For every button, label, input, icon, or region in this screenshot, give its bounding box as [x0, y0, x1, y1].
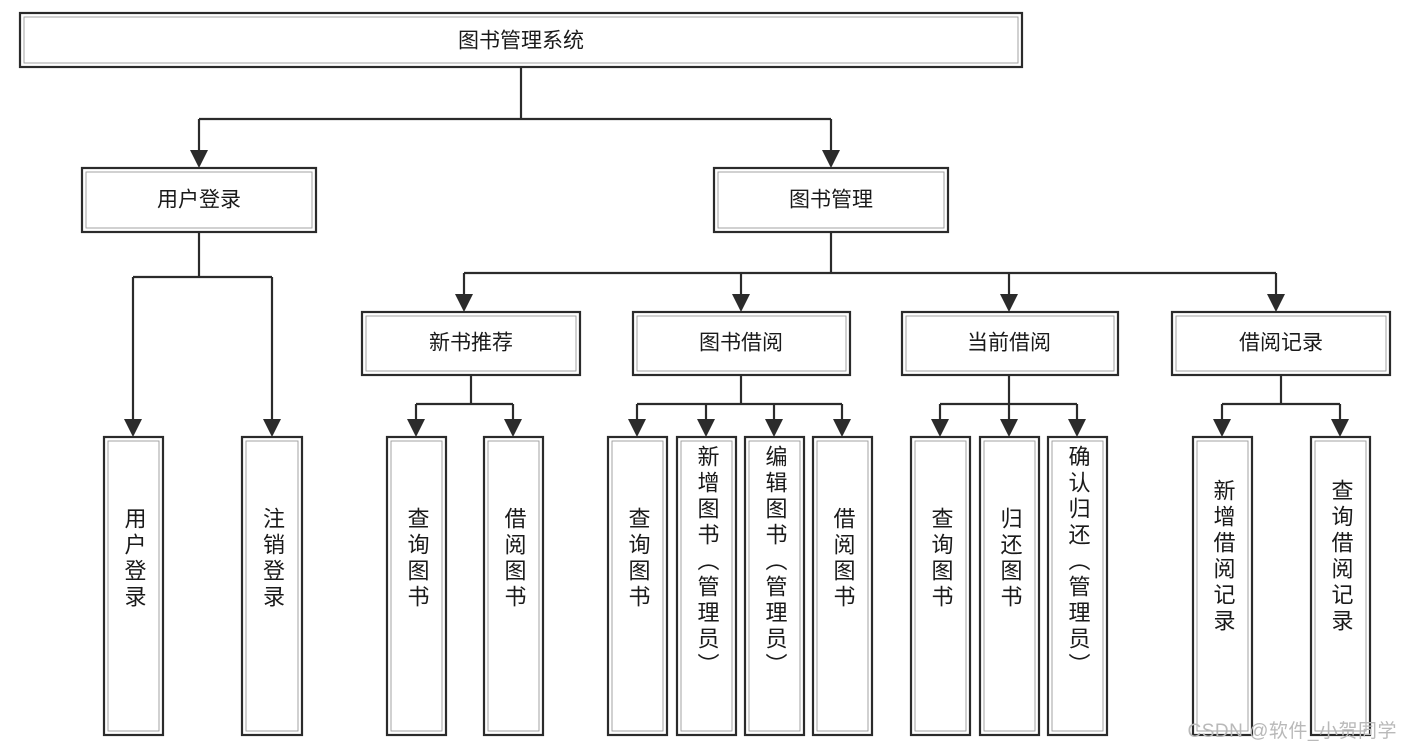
node-user-login[interactable]: 用户登录 — [80, 166, 318, 234]
node-user-login-label: 用户登录 — [157, 189, 241, 212]
leaf-node-recommend-query-book[interactable] — [385, 435, 448, 737]
connector-group-book-management — [455, 232, 1285, 312]
node-root[interactable]: 图书管理系统 — [18, 11, 1024, 69]
leaf-node-user-login-login[interactable] — [102, 435, 165, 737]
connector-group-book-borrow — [628, 375, 851, 437]
node-borrow-record[interactable]: 借阅记录 — [1170, 310, 1392, 377]
node-borrow-record-label: 借阅记录 — [1239, 332, 1323, 355]
leaf-node-current-confirm-return[interactable] — [1046, 435, 1109, 737]
connector-group-borrow-record — [1213, 375, 1349, 437]
connector-group-current-borrow — [931, 375, 1086, 437]
node-new-book-recommend[interactable]: 新书推荐 — [360, 310, 582, 377]
leaf-node-borrow-add-book[interactable] — [675, 435, 738, 737]
node-book-management-label: 图书管理 — [789, 189, 873, 212]
node-book-borrow[interactable]: 图书借阅 — [631, 310, 852, 377]
node-root-label: 图书管理系统 — [458, 30, 584, 53]
node-current-borrow-label: 当前借阅 — [967, 332, 1051, 355]
leaf-node-current-return-book[interactable] — [978, 435, 1041, 737]
node-book-borrow-label: 图书借阅 — [699, 332, 783, 355]
leaf-node-record-add-record[interactable] — [1191, 435, 1254, 737]
connector-group-user-login — [124, 232, 281, 437]
node-current-borrow[interactable]: 当前借阅 — [900, 310, 1120, 377]
leaf-node-user-login-logout[interactable] — [240, 435, 304, 737]
node-book-management[interactable]: 图书管理 — [712, 166, 950, 234]
node-new-book-recommend-label: 新书推荐 — [429, 332, 513, 355]
connector-group-new-book-recommend — [407, 375, 522, 437]
leaf-node-current-query-book[interactable] — [909, 435, 972, 737]
leaf-node-record-query-record[interactable] — [1309, 435, 1372, 737]
leaf-node-borrow-edit-book[interactable] — [743, 435, 806, 737]
watermark: CSDN @软件_小贺同学 — [1187, 721, 1397, 742]
leaf-node-borrow-borrow-book[interactable] — [811, 435, 874, 737]
connector-group-root — [190, 67, 840, 168]
leaf-node-borrow-query-book[interactable] — [606, 435, 669, 737]
leaf-node-recommend-borrow-book[interactable] — [482, 435, 545, 737]
